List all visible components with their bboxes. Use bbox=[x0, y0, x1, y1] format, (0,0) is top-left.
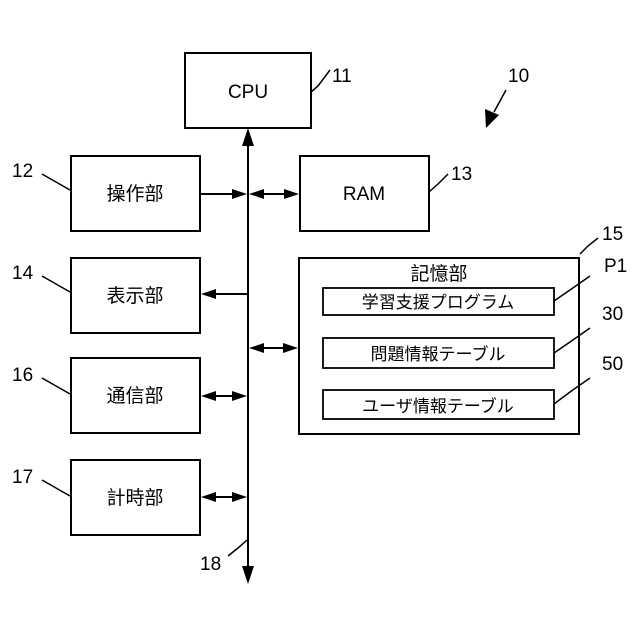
ram-arrowhead-right bbox=[284, 189, 299, 199]
device-ref-arrowhead bbox=[485, 109, 499, 128]
device-ref-leader bbox=[494, 90, 506, 112]
bus-ref: 18 bbox=[200, 554, 221, 575]
communication-ref: 16 bbox=[12, 365, 33, 386]
ram-ref-leader bbox=[429, 174, 448, 192]
communication-arrowhead-left bbox=[201, 391, 216, 401]
display-ref: 14 bbox=[12, 263, 34, 284]
operation-ref: 12 bbox=[12, 161, 33, 182]
user-table-ref: 50 bbox=[602, 354, 623, 375]
operation-arrowhead bbox=[232, 189, 247, 199]
program-ref: P1 bbox=[604, 256, 627, 277]
operation-ref-leader bbox=[42, 174, 70, 190]
device-ref: 10 bbox=[508, 66, 529, 87]
timer-arrowhead-right bbox=[232, 492, 247, 502]
ram-ref: 13 bbox=[451, 164, 472, 185]
timer-ref-leader bbox=[42, 480, 70, 496]
storage-arrowhead-right bbox=[283, 343, 298, 353]
display-ref-leader bbox=[42, 276, 70, 292]
user-table-label: ユーザ情報テーブル bbox=[362, 396, 514, 417]
timer-label: 計時部 bbox=[106, 487, 163, 509]
cpu-label: CPU bbox=[228, 82, 268, 103]
storage-label: 記憶部 bbox=[410, 263, 467, 285]
communication-arrowhead-right bbox=[232, 391, 247, 401]
question-table-ref: 30 bbox=[602, 304, 623, 325]
display-label: 表示部 bbox=[106, 285, 163, 307]
timer-ref: 17 bbox=[12, 467, 33, 488]
ram-label: RAM bbox=[343, 184, 385, 205]
timer-arrowhead-left bbox=[201, 492, 216, 502]
bus-arrowhead-bottom bbox=[242, 566, 254, 584]
communication-ref-leader bbox=[42, 378, 70, 394]
cpu-ref-leader bbox=[311, 70, 330, 92]
ram-arrowhead-left bbox=[249, 189, 264, 199]
bus-ref-leader bbox=[228, 540, 247, 556]
cpu-ref: 11 bbox=[332, 66, 352, 87]
program-label: 学習支援プログラム bbox=[362, 293, 515, 313]
question-table-label: 問題情報テーブル bbox=[371, 344, 506, 365]
bus-arrowhead-top bbox=[242, 128, 254, 146]
storage-ref: 15 bbox=[602, 224, 623, 245]
storage-ref-leader bbox=[580, 238, 598, 254]
storage-arrowhead-left bbox=[249, 343, 264, 353]
communication-label: 通信部 bbox=[106, 385, 163, 407]
display-arrowhead bbox=[201, 289, 216, 299]
operation-label: 操作部 bbox=[106, 183, 163, 205]
